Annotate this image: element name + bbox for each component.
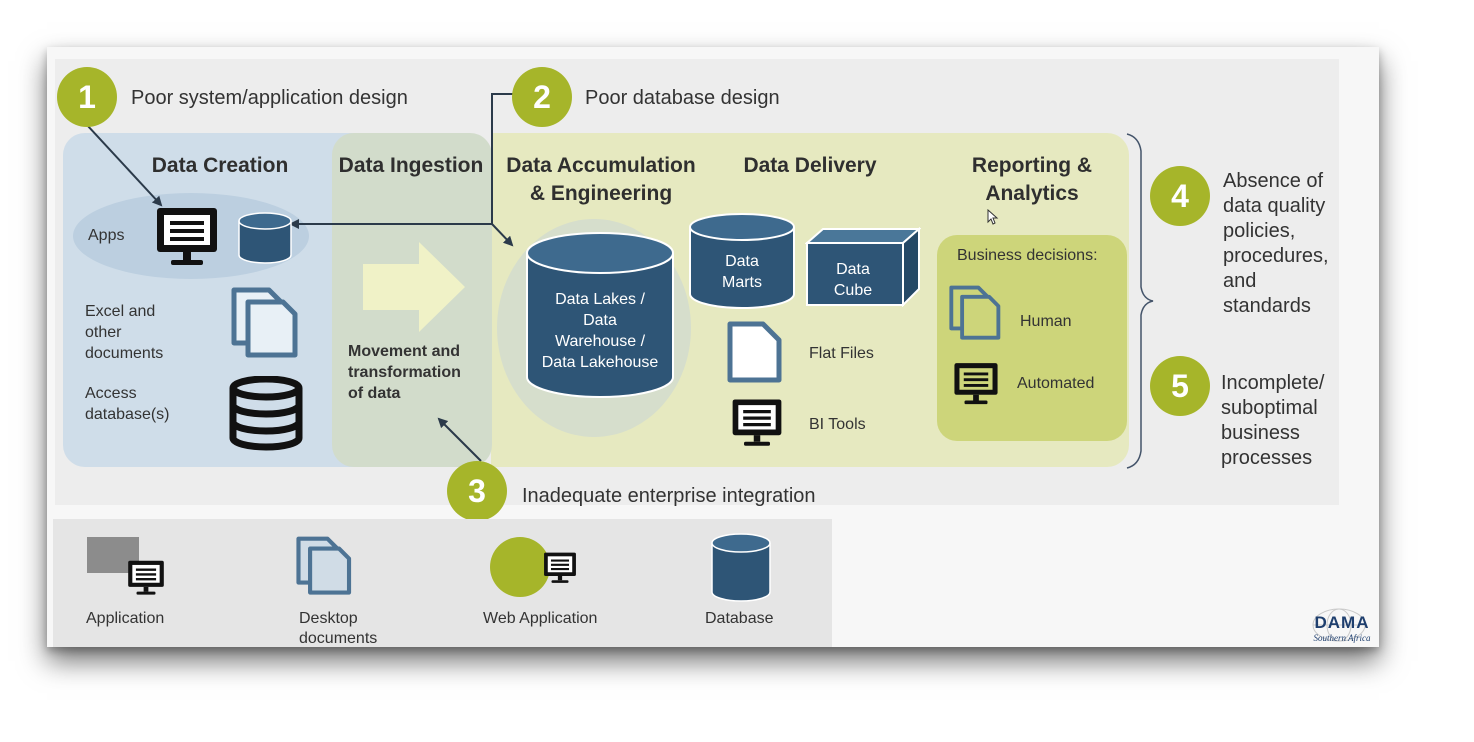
legend-desktop-documents-label: Desktop documents: [299, 610, 378, 647]
documents-icon: [231, 287, 298, 358]
data-ingestion-title: Data Ingestion: [338, 154, 484, 177]
flat-file-icon: [727, 321, 782, 383]
monitor-icon: [157, 208, 217, 265]
issue-5-label: Incomplete/ suboptimal business processe…: [1221, 372, 1325, 469]
diagram-area: 1 Poor system/application design 2 Poor …: [55, 59, 1339, 521]
stacked-database-icon: [229, 376, 303, 451]
web-application-circle: [490, 537, 550, 597]
flat-files-label: Flat Files: [809, 345, 874, 362]
legend-database-icon: [711, 533, 771, 602]
slide: 1 Poor system/application design 2 Poor …: [47, 47, 1379, 647]
issue-1-label: Poor system/application design: [131, 87, 408, 109]
ingestion-description: Movement and transformation of data: [348, 343, 461, 402]
issue-1-arrow: [86, 124, 163, 207]
issue-4-badge: 4: [1150, 166, 1210, 226]
data-warehouse-label: Data Lakes / Data Warehouse / Data Lakeh…: [541, 291, 659, 371]
data-cube-icon: [805, 227, 921, 307]
legend-web-application-label: Web Application: [483, 610, 598, 627]
issue-2-label: Poor database design: [585, 87, 780, 109]
issue-4-label: Absence of data quality policies, proced…: [1223, 170, 1329, 317]
issue-2-connector: [491, 93, 520, 224]
reporting-analytics-title: Reporting & Analytics: [971, 154, 1093, 205]
mouse-cursor-icon: [987, 209, 999, 225]
issues-4-5-brace: [1126, 133, 1154, 469]
apps-label: Apps: [88, 227, 125, 244]
web-application-monitor-icon: [544, 552, 576, 583]
bi-tools-label: BI Tools: [809, 416, 866, 433]
data-marts-cylinder: [689, 213, 795, 309]
issue-3-badge: 3: [447, 461, 507, 521]
data-marts-label: Data Marts: [722, 253, 762, 291]
legend: Application Desktop documents Web Applic…: [53, 519, 832, 647]
ingestion-arrow-icon: [363, 242, 465, 332]
issue-3-arrow: [437, 417, 482, 462]
excel-documents-label: Excel and other documents: [85, 303, 164, 362]
dama-logo-subtitle: Southern Africa: [1313, 633, 1371, 643]
app-database-icon: [238, 212, 292, 264]
issue-2-badge: 2: [512, 67, 572, 127]
data-accumulation-title: Data Accumulation & Engineering: [506, 154, 696, 205]
legend-documents-icon: [296, 536, 352, 595]
application-monitor-icon: [128, 560, 164, 595]
data-delivery-title: Data Delivery: [743, 154, 877, 177]
data-cube-label: Data Cube: [833, 261, 873, 299]
legend-application-label: Application: [86, 610, 165, 627]
human-documents-icon: [949, 285, 1001, 340]
connector-lines: [86, 93, 1154, 469]
human-label: Human: [1020, 313, 1072, 330]
issue-1-badge: 1: [57, 67, 117, 127]
issue-5-badge: 5: [1150, 356, 1210, 416]
automated-monitor-icon: [954, 363, 998, 405]
dama-logo-globe: [1312, 608, 1366, 642]
data-creation-title: Data Creation: [151, 154, 289, 177]
business-decisions-label: Business decisions:: [957, 247, 1098, 264]
issue-3-label: Inadequate enterprise integration: [522, 485, 816, 507]
dama-logo-text: DAMA: [1314, 613, 1370, 632]
access-database-label: Access database(s): [85, 385, 170, 423]
data-warehouse-cylinder: [526, 232, 674, 398]
legend-database-label: Database: [705, 610, 774, 627]
automated-label: Automated: [1017, 375, 1095, 392]
bi-tools-monitor-icon: [732, 399, 782, 446]
issue-2-arrow-to-warehouse: [491, 223, 514, 247]
